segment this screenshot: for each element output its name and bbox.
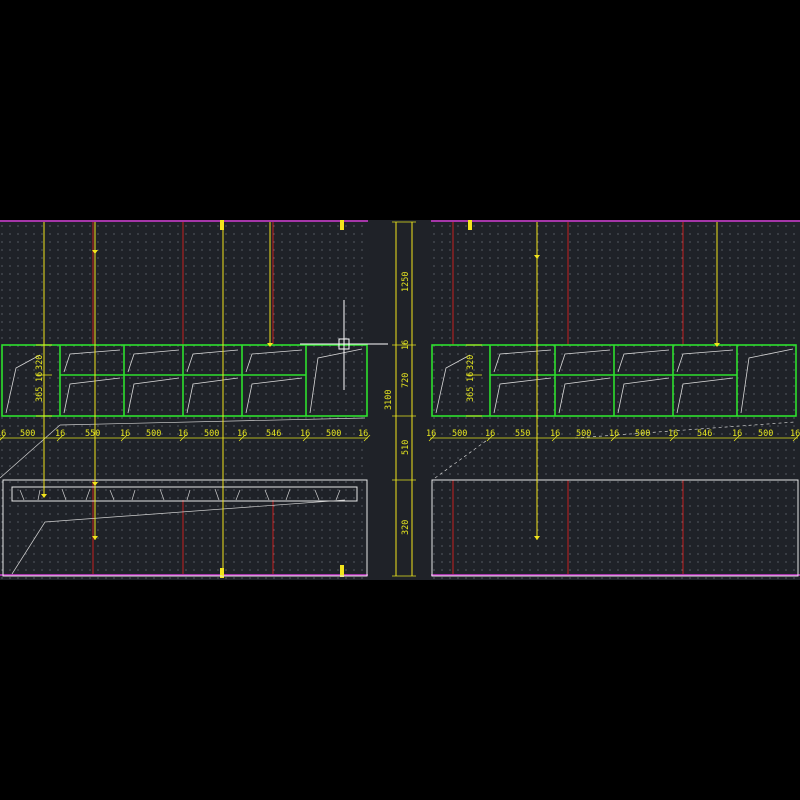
- dim-upper-edge: 16: [401, 340, 411, 350]
- dimension-tick: [610, 434, 618, 442]
- dimension-tick: [792, 434, 800, 442]
- dim-right-16-f: 16: [732, 429, 742, 439]
- center-gap: [368, 220, 431, 580]
- dim-right-upper-row: 320: [466, 355, 476, 370]
- dimension-tick: [551, 434, 559, 442]
- lower-cabinet-outlines: [2, 479, 799, 577]
- dimension-tick: [120, 434, 128, 442]
- dim-upper-cabinet: 720: [401, 373, 411, 388]
- dim-left-upper-row: 320: [35, 355, 45, 370]
- right-elevation-panel: [431, 220, 800, 580]
- dim-lower-cabinet: 320: [401, 520, 411, 535]
- dim-left-550: 550: [85, 429, 100, 439]
- dim-left-lower-row: 365: [35, 387, 45, 402]
- reference-arrows: [41, 250, 720, 540]
- dim-left-500-c: 500: [204, 429, 219, 439]
- dimension-tick: [56, 434, 64, 442]
- dimension-labels: 16 500 16 550 16 500 16 500 16 546 16 50…: [0, 429, 800, 439]
- dimension-tick: [733, 434, 741, 442]
- yellow-reference-lines: [43, 222, 718, 576]
- column-lines: [92, 222, 684, 574]
- vertical-dimension-ticks: [36, 221, 482, 577]
- dim-left-16-d: 16: [178, 429, 188, 439]
- level-markers: [220, 220, 472, 578]
- dim-left-mid-edge: 16: [35, 372, 45, 382]
- dimension-tick: [0, 434, 6, 441]
- dimension-tick: [363, 434, 371, 442]
- dim-left-500-b: 500: [146, 429, 161, 439]
- dim-left-546: 546: [266, 429, 281, 439]
- dimension-tick: [669, 434, 677, 442]
- dim-right-lower-row: 365: [466, 387, 476, 402]
- dim-right-500-b: 500: [576, 429, 591, 439]
- dim-right-mid-edge: 16: [466, 372, 476, 382]
- dim-right-16-b: 16: [485, 429, 495, 439]
- vertical-dimension-labels: 3100 1250 16 720 510 320 320 16 365 320 …: [35, 272, 476, 535]
- dimension-tick: [302, 434, 310, 442]
- dim-right-546: 546: [697, 429, 712, 439]
- dimension-ticks: [0, 434, 800, 442]
- dim-right-16-g: 16: [790, 429, 800, 439]
- dim-left-16-e: 16: [237, 429, 247, 439]
- dim-right-500-d: 500: [758, 429, 773, 439]
- dim-middle-gap: 510: [401, 440, 411, 455]
- dim-total-height: 3100: [384, 390, 394, 410]
- dim-left-16-g: 16: [358, 429, 368, 439]
- lower-cabinet-hatching: [11, 488, 346, 575]
- left-upper-cabinet[interactable]: [1, 344, 368, 417]
- dim-left-500-a: 500: [20, 429, 35, 439]
- dim-left-500-d: 500: [326, 429, 341, 439]
- dim-right-16-d: 16: [609, 429, 619, 439]
- dim-top-gap: 1250: [401, 272, 411, 292]
- dim-right-16-c: 16: [550, 429, 560, 439]
- crosshair-cursor[interactable]: [300, 300, 388, 390]
- dimension-tick: [486, 434, 494, 442]
- dim-right-16-e: 16: [668, 429, 678, 439]
- dimension-tick: [238, 434, 246, 442]
- dim-left-16-f: 16: [300, 429, 310, 439]
- dim-left-16-b: 16: [55, 429, 65, 439]
- dim-right-500-a: 500: [452, 429, 467, 439]
- dim-right-16-a: 16: [426, 429, 436, 439]
- right-upper-cabinet[interactable]: [431, 344, 797, 417]
- reference-diagonals: [0, 417, 796, 479]
- dim-right-550: 550: [515, 429, 530, 439]
- dim-left-16-c: 16: [120, 429, 130, 439]
- dim-left-16-a: 16: [0, 429, 6, 439]
- left-elevation-panel: [0, 220, 368, 580]
- ceiling-floor-lines: [0, 220, 800, 576]
- dimension-tick: [428, 434, 436, 442]
- dimension-tick: [179, 434, 187, 442]
- dim-right-500-c: 500: [635, 429, 650, 439]
